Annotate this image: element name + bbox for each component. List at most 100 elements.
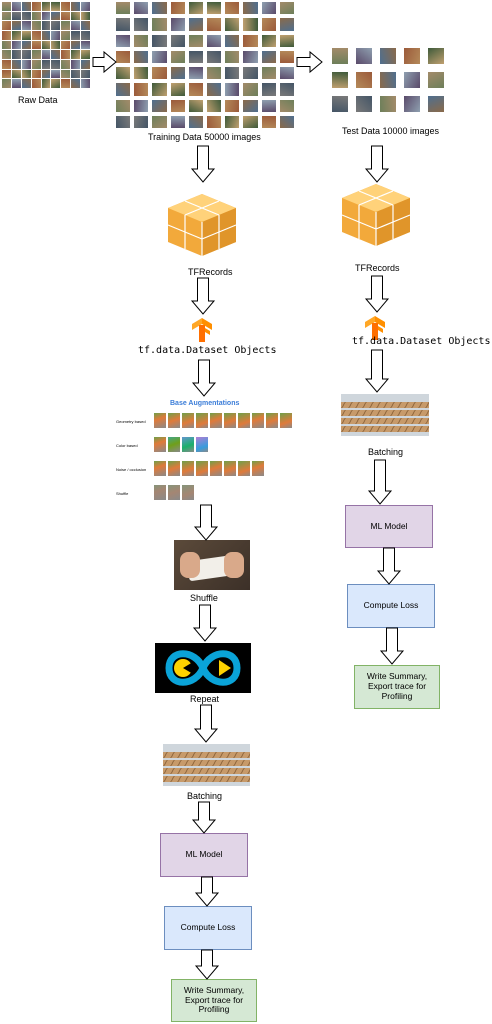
train-arrow-6 [193,704,219,743]
test-data-label: Test Data 10000 images [342,126,440,136]
test-tensorflow-logo-icon [365,316,385,340]
test-thumbnail [356,96,372,112]
raw-thumbnail [61,30,71,40]
raw-thumbnail [81,11,90,21]
augmentation-thumbnail [266,413,278,428]
train-arrow-3 [191,359,217,397]
raw-thumbnail [41,69,51,79]
train-thumbnail [243,34,258,47]
train-thumbnail [225,83,240,96]
test-thumbnail [404,96,420,112]
augmentation-thumbnail [196,437,208,452]
test-thumbnail [428,48,444,64]
raw-thumbnail [41,50,51,59]
augmentation-thumbnail [168,461,180,476]
train-thumbnail [134,50,149,63]
train-thumbnail [243,50,258,63]
augmentation-thumbnail [154,437,166,452]
train-thumbnail [134,99,149,112]
raw-thumbnail [11,79,21,88]
training-data-label: Training Data 50000 images [148,132,261,142]
test-write-summary-box: Write Summary, Export trace for Profilin… [354,665,440,709]
raw-thumbnail [41,40,51,50]
raw-thumbnail [11,11,21,21]
test-thumbnail [428,96,444,112]
test-thumbnail [332,96,348,112]
train-thumbnail [152,99,167,112]
raw-thumbnail [81,30,90,40]
raw-thumbnail [21,11,31,21]
raw-thumbnail [31,59,41,69]
augmentation-thumbnail [252,461,264,476]
test-data-image-grid [332,48,444,112]
raw-thumbnail [31,30,41,40]
test-thumbnail [356,48,372,64]
test-arrow-1 [364,145,390,183]
raw-thumbnail [2,69,11,79]
raw-thumbnail [71,2,81,11]
augmentation-thumbnail [252,413,264,428]
repeat-infinity-icon [155,643,251,693]
raw-thumbnail [61,21,71,30]
test-thumbnail [404,72,420,88]
raw-thumbnail [2,2,11,11]
raw-thumbnail [11,40,21,50]
raw-thumbnail [71,79,81,88]
raw-thumbnail [71,40,81,50]
test-batching-label: Batching [368,447,404,457]
raw-thumbnail [81,79,90,88]
raw-thumbnail [51,79,61,88]
augmentation-thumbnail [182,413,194,428]
train-thumbnail [188,18,203,31]
train-thumbnail [170,115,185,128]
raw-thumbnail [21,59,31,69]
train-thumbnail [225,99,240,112]
train-thumbnail [170,34,185,47]
raw-thumbnail [2,59,11,69]
train-thumbnail [206,67,222,80]
raw-thumbnail [51,69,61,79]
train-thumbnail [225,115,240,128]
raw-thumbnail [81,21,90,30]
test-tfrecords-label: TFRecords [355,263,400,273]
train-thumbnail [243,18,258,31]
train-thumbnail [116,34,131,47]
augmentation-thumbnail [168,413,180,428]
raw-thumbnail [21,30,31,40]
raw-thumbnail [21,2,31,11]
raw-thumbnail [51,21,61,30]
train-thumbnail [170,18,185,31]
raw-thumbnail [31,2,41,11]
raw-thumbnail [21,40,31,50]
augmentation-row-label: Geometry based [116,419,146,424]
train-thumbnail [152,67,167,80]
raw-thumbnail [31,11,41,21]
train-thumbnail [279,67,294,80]
augmentation-thumbnail [238,461,250,476]
raw-thumbnail [41,59,51,69]
raw-thumbnail [61,50,71,59]
augmentation-thumbnail [182,461,194,476]
augmentations-title: Base Augmentations [170,400,240,407]
train-thumbnail [152,115,167,128]
train-thumbnail [279,34,294,47]
augmentation-thumbnail [210,461,222,476]
raw-thumbnail [61,79,71,88]
augmentation-row-label: Shuffle [116,491,129,496]
train-thumbnail [134,18,149,31]
raw-thumbnail [2,11,11,21]
train-thumbnail [152,18,167,31]
train-thumbnail [261,50,276,63]
train-batching-photo [163,744,250,786]
raw-thumbnail [61,69,71,79]
train-thumbnail [279,115,294,128]
train-thumbnail [134,67,149,80]
raw-thumbnail [11,69,21,79]
augmentation-thumbnail [182,485,194,500]
raw-thumbnail [71,69,81,79]
train-thumbnail [170,83,185,96]
test-thumbnail [428,72,444,88]
train-thumbnail [206,18,222,31]
